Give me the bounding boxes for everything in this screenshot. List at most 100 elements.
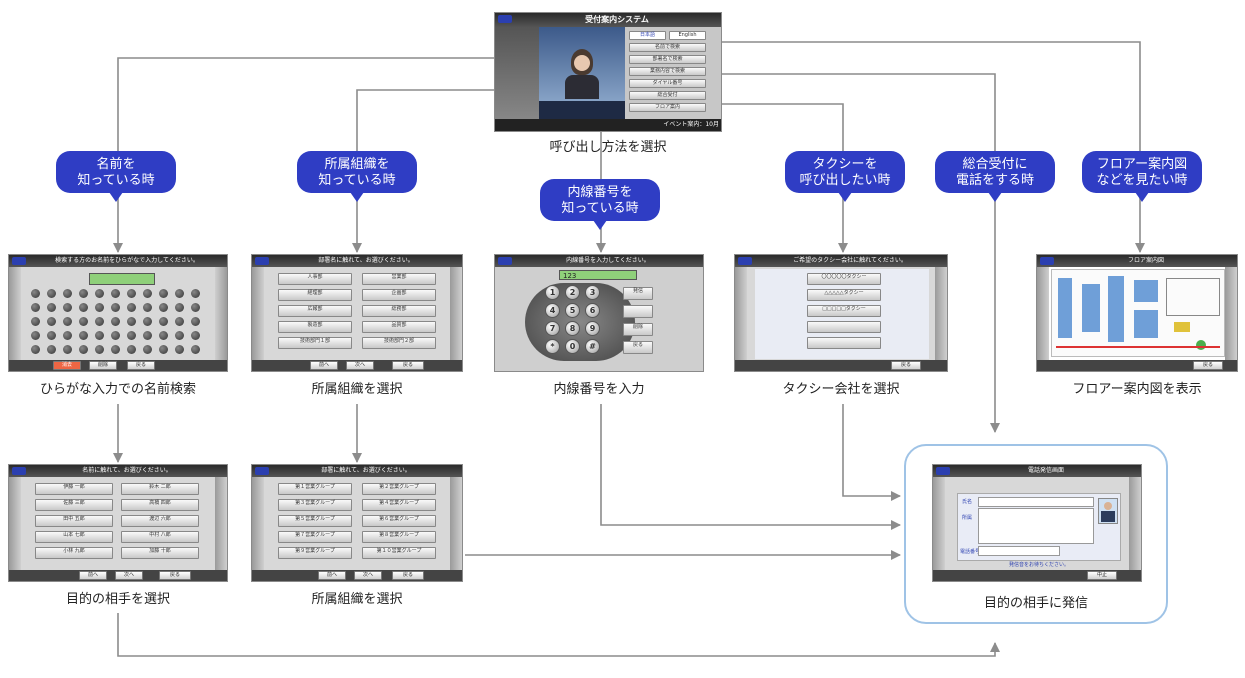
hiragana-key[interactable] [31, 303, 40, 312]
keypad-key[interactable]: 0 [565, 339, 580, 354]
hiragana-key[interactable] [31, 317, 40, 326]
delete-button[interactable]: 削除 [89, 361, 117, 370]
keypad-key[interactable]: 1 [545, 285, 560, 300]
cancel-call-button[interactable]: 中止 [1087, 571, 1117, 580]
hiragana-key[interactable] [31, 289, 40, 298]
menu-button-floor[interactable]: フロア案内 [629, 103, 706, 112]
back-button[interactable]: 戻る [159, 571, 191, 580]
dept-button[interactable]: 経理部 [278, 289, 352, 301]
keypad-key[interactable]: 3 [585, 285, 600, 300]
hiragana-key[interactable] [159, 303, 168, 312]
hiragana-key[interactable] [79, 317, 88, 326]
back-button[interactable]: 戻る [392, 361, 424, 370]
hiragana-key[interactable] [63, 331, 72, 340]
hiragana-key[interactable] [191, 317, 200, 326]
hiragana-key[interactable] [79, 345, 88, 354]
extension-side-button[interactable]: 発信 [623, 287, 653, 300]
menu-button-dept[interactable]: 部署名で検索 [629, 55, 706, 64]
hiragana-key[interactable] [191, 303, 200, 312]
hiragana-key[interactable] [63, 289, 72, 298]
hiragana-key[interactable] [95, 303, 104, 312]
person-button[interactable]: 山本 七郎 [35, 531, 113, 543]
hiragana-key[interactable] [95, 289, 104, 298]
hiragana-key[interactable] [159, 345, 168, 354]
back-button[interactable]: 戻る [891, 361, 921, 370]
hiragana-key[interactable] [143, 331, 152, 340]
person-button[interactable]: 高橋 四郎 [121, 499, 199, 511]
hiragana-key[interactable] [127, 345, 136, 354]
hiragana-key[interactable] [127, 303, 136, 312]
hiragana-key[interactable] [47, 331, 56, 340]
person-button[interactable]: 小林 九郎 [35, 547, 113, 559]
group-button[interactable]: 第１０営業グループ [362, 547, 436, 559]
menu-button-reception[interactable]: 総合受付 [629, 91, 706, 100]
hiragana-key[interactable] [95, 331, 104, 340]
back-button[interactable]: 戻る [1193, 361, 1223, 370]
hiragana-key[interactable] [79, 303, 88, 312]
lang-button-en[interactable]: English [669, 31, 706, 40]
dept-button[interactable]: 広報部 [278, 305, 352, 317]
keypad-key[interactable]: 5 [565, 303, 580, 318]
group-button[interactable]: 第４営業グループ [362, 499, 436, 511]
person-button[interactable]: 伊藤 一郎 [35, 483, 113, 495]
hiragana-key[interactable] [191, 331, 200, 340]
group-button[interactable]: 第９営業グループ [278, 547, 352, 559]
next-button[interactable]: 次へ [346, 361, 374, 370]
dept-button[interactable]: 製造部 [278, 321, 352, 333]
group-button[interactable]: 第２営業グループ [362, 483, 436, 495]
hiragana-key[interactable] [31, 331, 40, 340]
person-button[interactable]: 渡辺 六郎 [121, 515, 199, 527]
hiragana-key[interactable] [143, 345, 152, 354]
dept-button[interactable]: 技術部門２部 [362, 337, 436, 349]
person-button[interactable]: 田中 五郎 [35, 515, 113, 527]
group-button[interactable]: 第６営業グループ [362, 515, 436, 527]
extension-side-button[interactable]: 削除 [623, 323, 653, 336]
dept-button[interactable]: 総務部 [362, 305, 436, 317]
prev-button[interactable]: 前へ [79, 571, 107, 580]
keypad-key[interactable]: 8 [565, 321, 580, 336]
hiragana-key[interactable] [143, 289, 152, 298]
group-button[interactable]: 第８営業グループ [362, 531, 436, 543]
person-button[interactable]: 鈴木 二郎 [121, 483, 199, 495]
hiragana-key[interactable] [127, 289, 136, 298]
hiragana-key[interactable] [175, 331, 184, 340]
extension-side-button[interactable] [623, 305, 653, 318]
hiragana-key[interactable] [159, 317, 168, 326]
hiragana-key[interactable] [79, 289, 88, 298]
hiragana-key[interactable] [111, 331, 120, 340]
keypad-key[interactable]: 2 [565, 285, 580, 300]
dept-button[interactable]: 人事部 [278, 273, 352, 285]
lang-button-ja[interactable]: 日本語 [629, 31, 666, 40]
hiragana-key[interactable] [159, 331, 168, 340]
person-button[interactable]: 加藤 十郎 [121, 547, 199, 559]
taxi-button[interactable] [807, 337, 881, 349]
hiragana-key[interactable] [175, 303, 184, 312]
dept-button[interactable]: 品質部 [362, 321, 436, 333]
taxi-button[interactable]: △△△△△タクシー [807, 289, 881, 301]
hiragana-key[interactable] [63, 345, 72, 354]
hiragana-key[interactable] [47, 317, 56, 326]
keypad-key[interactable]: * [545, 339, 560, 354]
person-button[interactable]: 佐藤 三郎 [35, 499, 113, 511]
keypad-key[interactable]: 7 [545, 321, 560, 336]
back-button[interactable]: 戻る [392, 571, 424, 580]
hiragana-key[interactable] [143, 303, 152, 312]
hiragana-key[interactable] [111, 345, 120, 354]
hiragana-key[interactable] [175, 317, 184, 326]
group-button[interactable]: 第７営業グループ [278, 531, 352, 543]
menu-button-dial[interactable]: ダイヤル番号 [629, 79, 706, 88]
hiragana-key[interactable] [175, 345, 184, 354]
hiragana-key[interactable] [159, 289, 168, 298]
dept-button[interactable]: 企画部 [362, 289, 436, 301]
hiragana-key[interactable] [47, 303, 56, 312]
prev-button[interactable]: 前へ [318, 571, 346, 580]
hiragana-key[interactable] [111, 317, 120, 326]
dept-button[interactable]: 技術部門１部 [278, 337, 352, 349]
menu-button-business[interactable]: 業務内容で検索 [629, 67, 706, 76]
taxi-button[interactable]: □□□□□タクシー [807, 305, 881, 317]
prev-button[interactable]: 前へ [310, 361, 338, 370]
hiragana-key[interactable] [143, 317, 152, 326]
group-button[interactable]: 第１営業グループ [278, 483, 352, 495]
next-button[interactable]: 次へ [354, 571, 382, 580]
hiragana-key[interactable] [63, 317, 72, 326]
